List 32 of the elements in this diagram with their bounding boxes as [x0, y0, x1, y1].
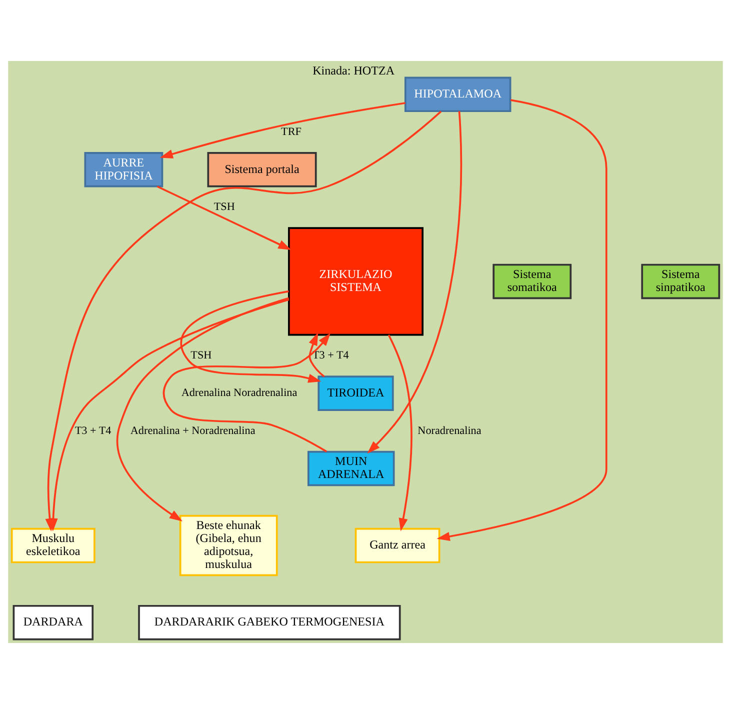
node-box: Sistema portala: [207, 151, 317, 187]
arrow: [308, 332, 325, 377]
arrow: [436, 98, 608, 540]
node-box: HIPOTALAMOA: [404, 76, 512, 112]
node-box: Gantz arrea: [354, 527, 440, 563]
arrow: [156, 185, 292, 250]
edge-label: TRF: [281, 125, 302, 138]
node-box: Sistema somatikoa: [492, 263, 572, 299]
node-box: Sistema sinpatikoa: [641, 263, 720, 299]
edge-label: Adrenalina + Noradrenalina: [130, 424, 256, 436]
arrow: [367, 110, 462, 454]
node-box: TIROIDEA: [318, 375, 394, 410]
node-box: ZIRKULAZIO SISTEMA: [288, 226, 424, 336]
arrow: [160, 102, 406, 158]
node-box: DARDARARIK GABEKO TERMOGENESIA: [138, 604, 401, 640]
arrow: [388, 334, 412, 531]
edge-label: TSH: [190, 349, 212, 362]
edge-label: Noradrenalina: [418, 424, 482, 436]
node-box: AURRE HIPOFISIA: [84, 151, 164, 187]
arrow: [116, 296, 289, 521]
node-label: Kinada: HOTZA: [312, 62, 395, 77]
edge-label: Adrenalina Noradrenalina: [181, 386, 298, 399]
edge-label: T3 + T4: [312, 349, 349, 362]
node-box: DARDARA: [12, 604, 94, 640]
arrow: [48, 298, 290, 531]
arrow: [180, 290, 322, 382]
arrow: [162, 332, 331, 452]
node-box: Muskulu eskeletikoa: [10, 527, 96, 563]
node-box: Beste ehunak (Gibela, ehun adipotsua, muskulua: [179, 514, 278, 576]
node-box: MUIN ADRENALA: [307, 450, 395, 486]
edge-label: TSH: [214, 200, 235, 213]
edge-label: T3 + T4: [74, 424, 112, 436]
